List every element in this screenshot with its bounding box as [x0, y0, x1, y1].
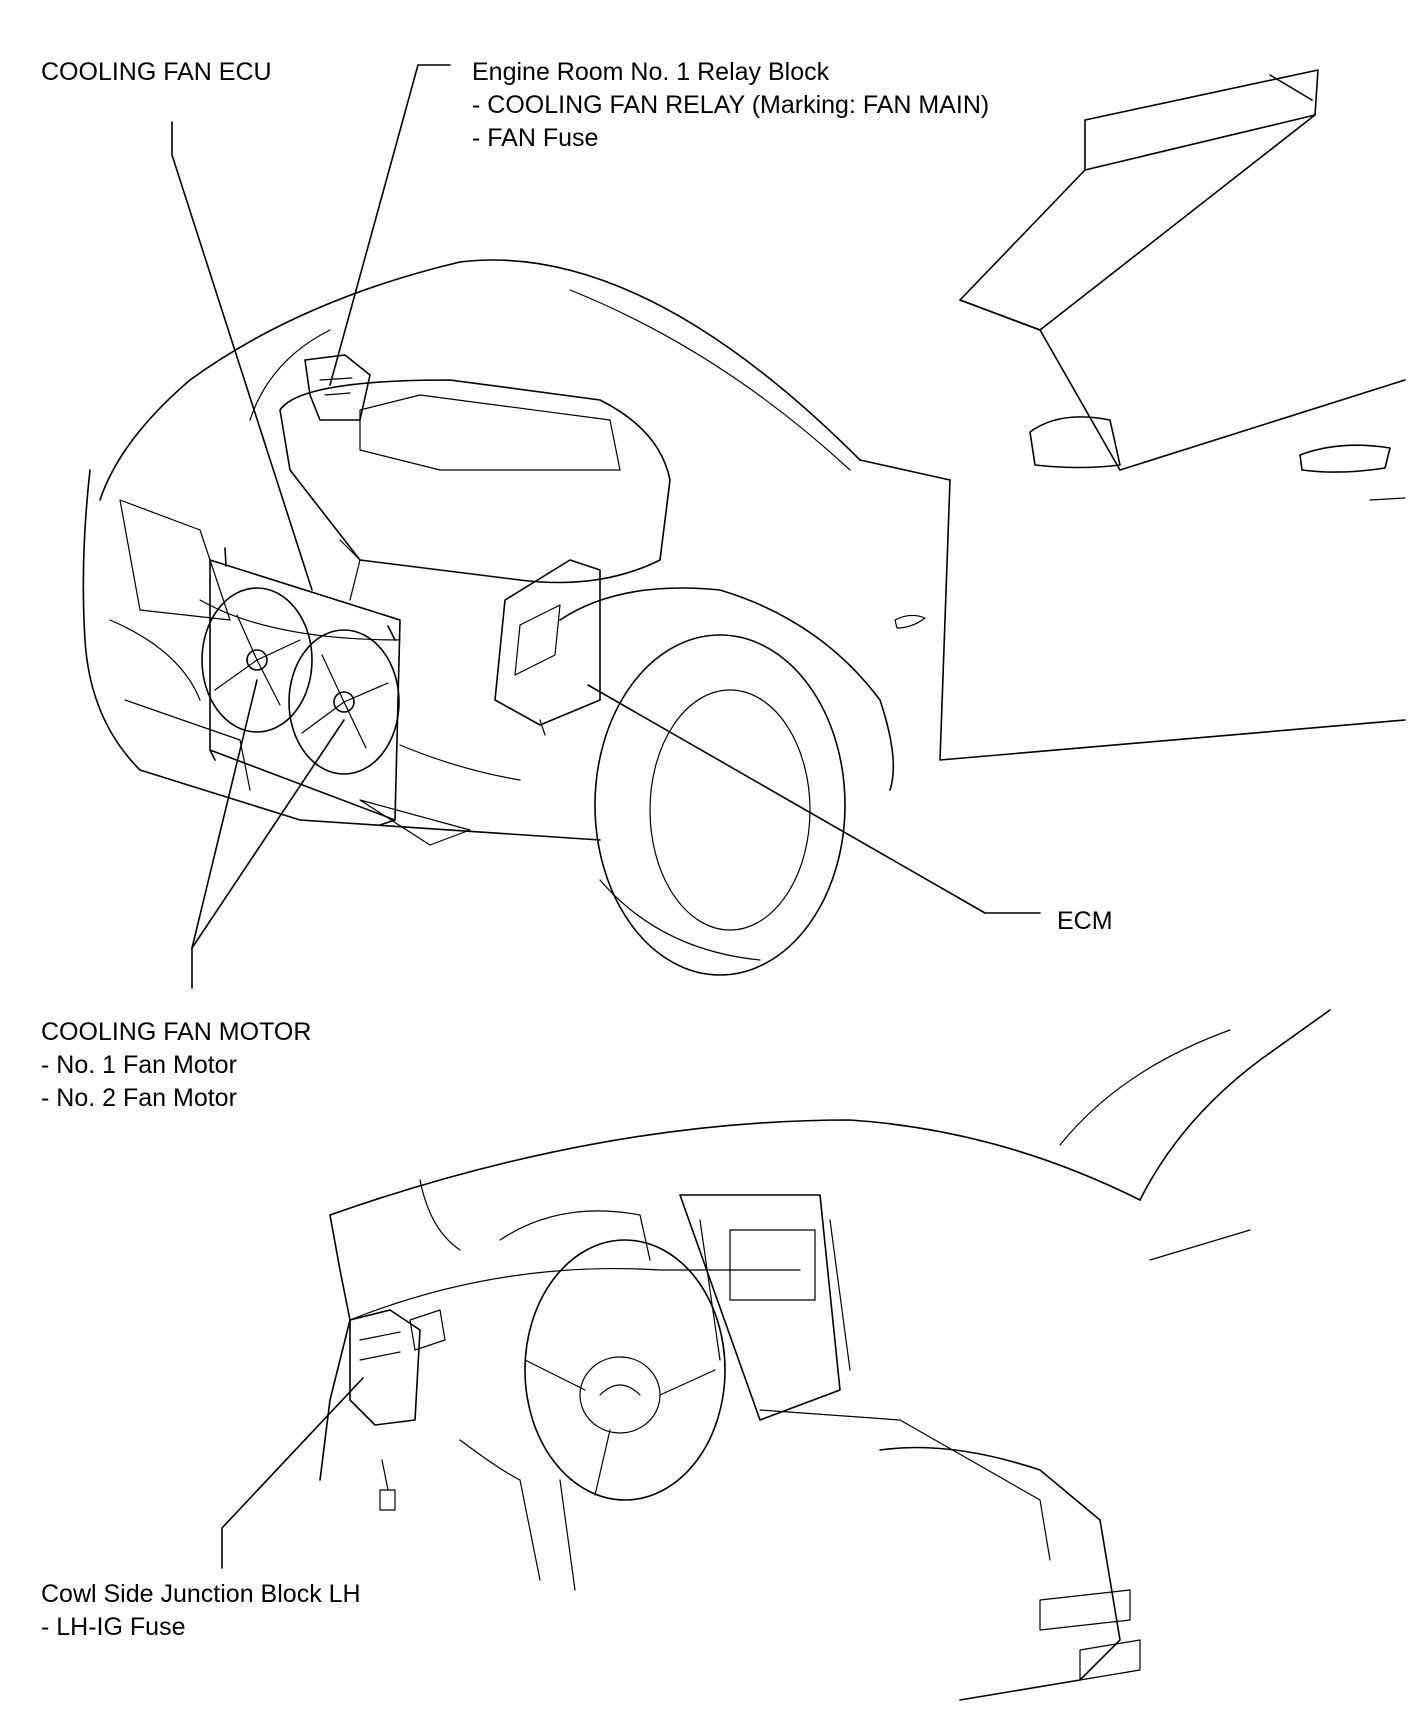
- relay-block-title: Engine Room No. 1 Relay Block: [472, 58, 830, 86]
- cowl-junction-block-title: Cowl Side Junction Block LH: [41, 1580, 361, 1608]
- vehicle-front-illustration: [82, 69, 1406, 976]
- leader-junction-block: [221, 1377, 364, 1569]
- leader-relay-block: [329, 64, 451, 386]
- cooling-fan-ecu-title: COOLING FAN ECU: [41, 58, 272, 86]
- cooling-fan-motor-item: - No. 2 Fan Motor: [41, 1084, 237, 1112]
- cooling-fan-motor-item: - No. 1 Fan Motor: [41, 1051, 237, 1079]
- leader-ecm: [587, 684, 1041, 914]
- callout-cooling-fan-motor: COOLING FAN MOTOR - No. 1 Fan Motor - No…: [41, 1016, 311, 1115]
- cowl-junction-block-item: - LH-IG Fuse: [41, 1613, 186, 1641]
- leader-cooling-fan-ecu: [171, 121, 313, 591]
- relay-block-item: - COOLING FAN RELAY (Marking: FAN MAIN): [472, 91, 990, 119]
- callout-cowl-junction-block: Cowl Side Junction Block LH - LH-IG Fuse: [41, 1578, 361, 1644]
- callout-ecm: ECM: [1057, 905, 1113, 938]
- callout-relay-block: Engine Room No. 1 Relay Block - COOLING …: [472, 56, 989, 155]
- ecm-title: ECM: [1057, 907, 1113, 935]
- relay-block-item: - FAN Fuse: [472, 124, 599, 152]
- cooling-fan-motor-title: COOLING FAN MOTOR: [41, 1018, 312, 1046]
- leader-lines: [171, 64, 1041, 1569]
- callout-cooling-fan-ecu: COOLING FAN ECU: [41, 56, 272, 89]
- vehicle-interior-illustration: [319, 1009, 1331, 1701]
